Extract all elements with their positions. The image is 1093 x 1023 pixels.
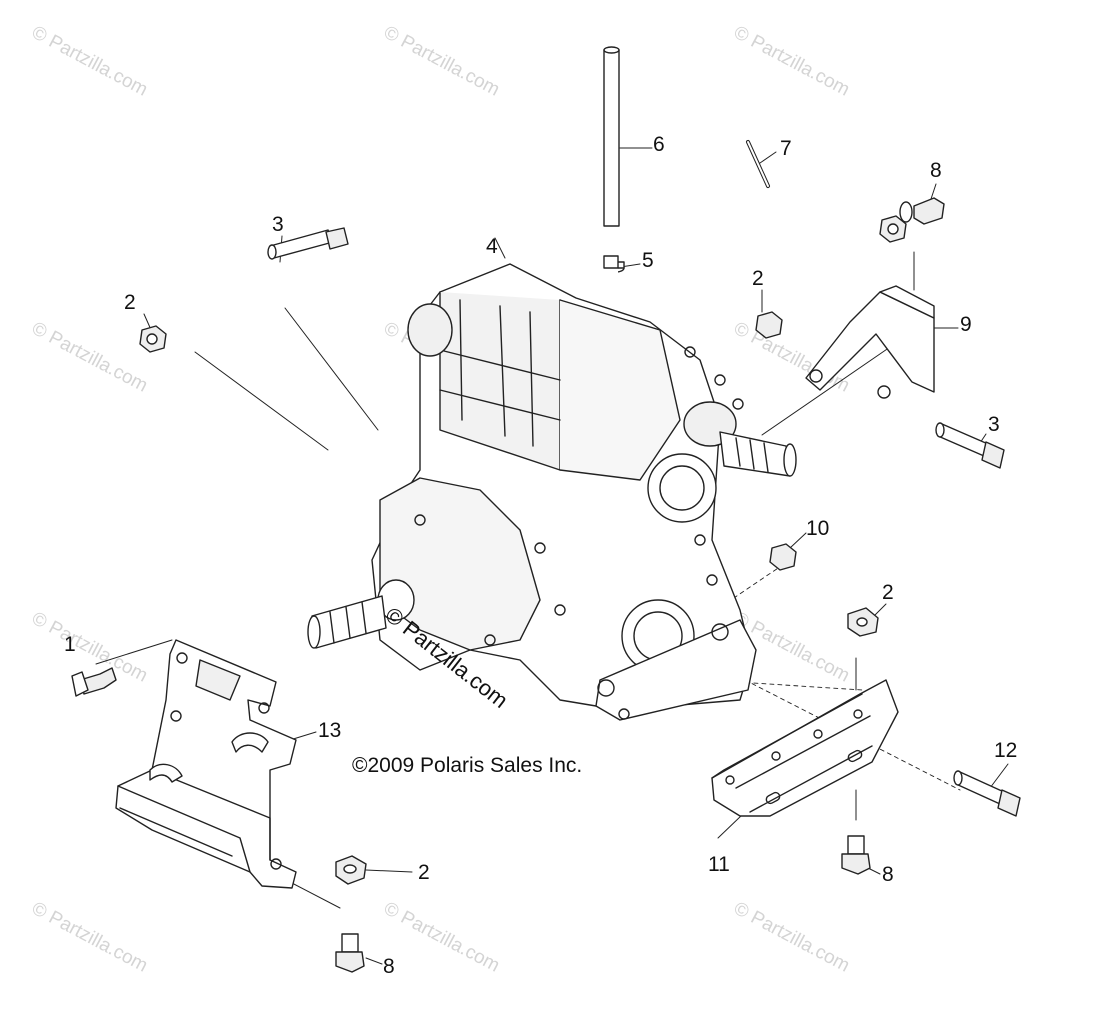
mount-bracket-part-11 [711, 679, 899, 817]
callout-2: 2 [752, 267, 764, 290]
callout-4: 4 [486, 235, 498, 258]
nut-part-2-mid [755, 311, 783, 339]
rod-part-6 [603, 46, 620, 227]
bolt-part-8-left [335, 933, 365, 973]
pin-part-7 [746, 140, 770, 188]
mount-plate-part-13 [115, 639, 297, 889]
nut-part-2-left [139, 325, 167, 353]
bracket-part-9 [805, 285, 935, 399]
nut-part-2-right [847, 607, 879, 637]
bolt-part-8-right [841, 835, 871, 875]
bolt-part-3-right [935, 422, 1005, 469]
nut-part-8-hex [879, 215, 907, 243]
callout-8: 8 [383, 955, 395, 978]
callout-1: 1 [64, 633, 76, 656]
bolt-part-3-left [267, 227, 349, 260]
bolt-part-12 [953, 770, 1021, 817]
callout-8: 8 [882, 863, 894, 886]
callout-2: 2 [124, 291, 136, 314]
callout-9: 9 [960, 313, 972, 336]
nut-part-2-bottom [335, 855, 367, 885]
callout-12: 12 [994, 739, 1018, 762]
callout-6: 6 [653, 133, 665, 156]
callout-13: 13 [318, 719, 342, 742]
leader-lines [95, 147, 1009, 965]
bolt-part-8-top [899, 197, 945, 225]
bolt-part-1 [71, 667, 117, 697]
callout-2: 2 [882, 581, 894, 604]
callout-7: 7 [780, 137, 792, 160]
callout-11: 11 [708, 853, 730, 876]
callout-10: 10 [806, 517, 830, 540]
transmission-part-4 [307, 236, 797, 721]
callout-3: 3 [272, 213, 284, 236]
callout-5: 5 [642, 249, 654, 272]
callout-3: 3 [988, 413, 1000, 436]
nut-part-10 [769, 543, 797, 571]
copyright-notice: ©2009 Polaris Sales Inc. [352, 754, 583, 777]
callout-8: 8 [930, 159, 942, 182]
callout-2: 2 [418, 861, 430, 884]
